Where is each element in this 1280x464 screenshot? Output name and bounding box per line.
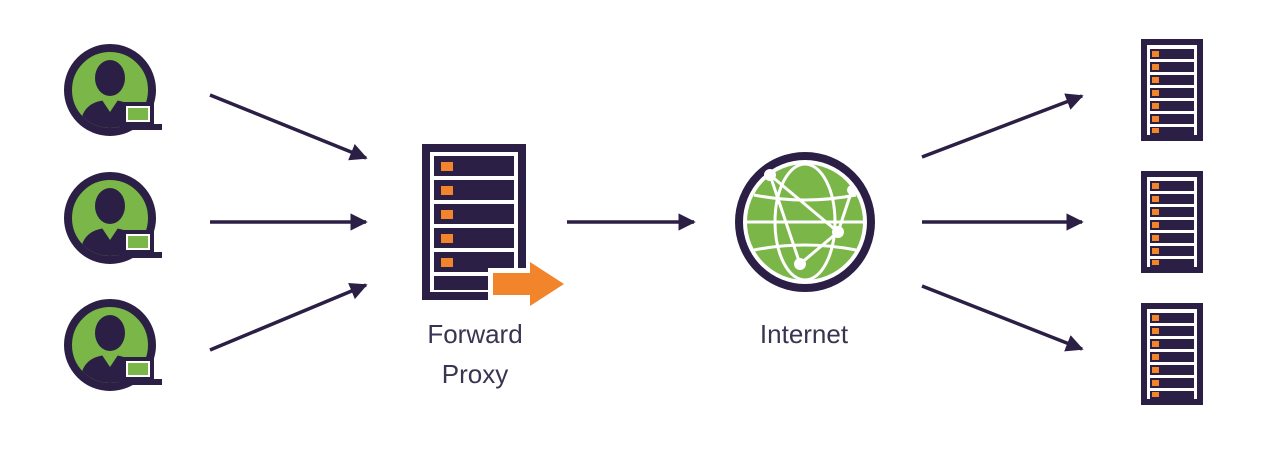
arrow-internet-to-server-3 bbox=[921, 284, 1084, 352]
forward-proxy-label: Forward Proxy bbox=[395, 314, 555, 394]
server-icon bbox=[1144, 42, 1200, 138]
client-icon bbox=[68, 303, 162, 387]
server-icon bbox=[1144, 174, 1200, 270]
server-icon bbox=[1144, 306, 1200, 402]
orange-forward-arrow-icon bbox=[488, 262, 564, 306]
client-icon bbox=[68, 176, 162, 260]
forward-proxy-label-line-2: Proxy bbox=[441, 359, 509, 389]
internet-label: Internet bbox=[759, 319, 849, 349]
arrow-client-1-to-proxy bbox=[209, 93, 368, 161]
forward-proxy-server-icon bbox=[422, 144, 564, 306]
client-icon bbox=[68, 48, 162, 132]
globe-icon bbox=[735, 152, 875, 292]
arrow-client-3-to-proxy bbox=[209, 282, 368, 352]
forward-proxy-label-line-1: Forward bbox=[427, 319, 523, 349]
arrow-internet-to-server-1 bbox=[921, 93, 1084, 159]
